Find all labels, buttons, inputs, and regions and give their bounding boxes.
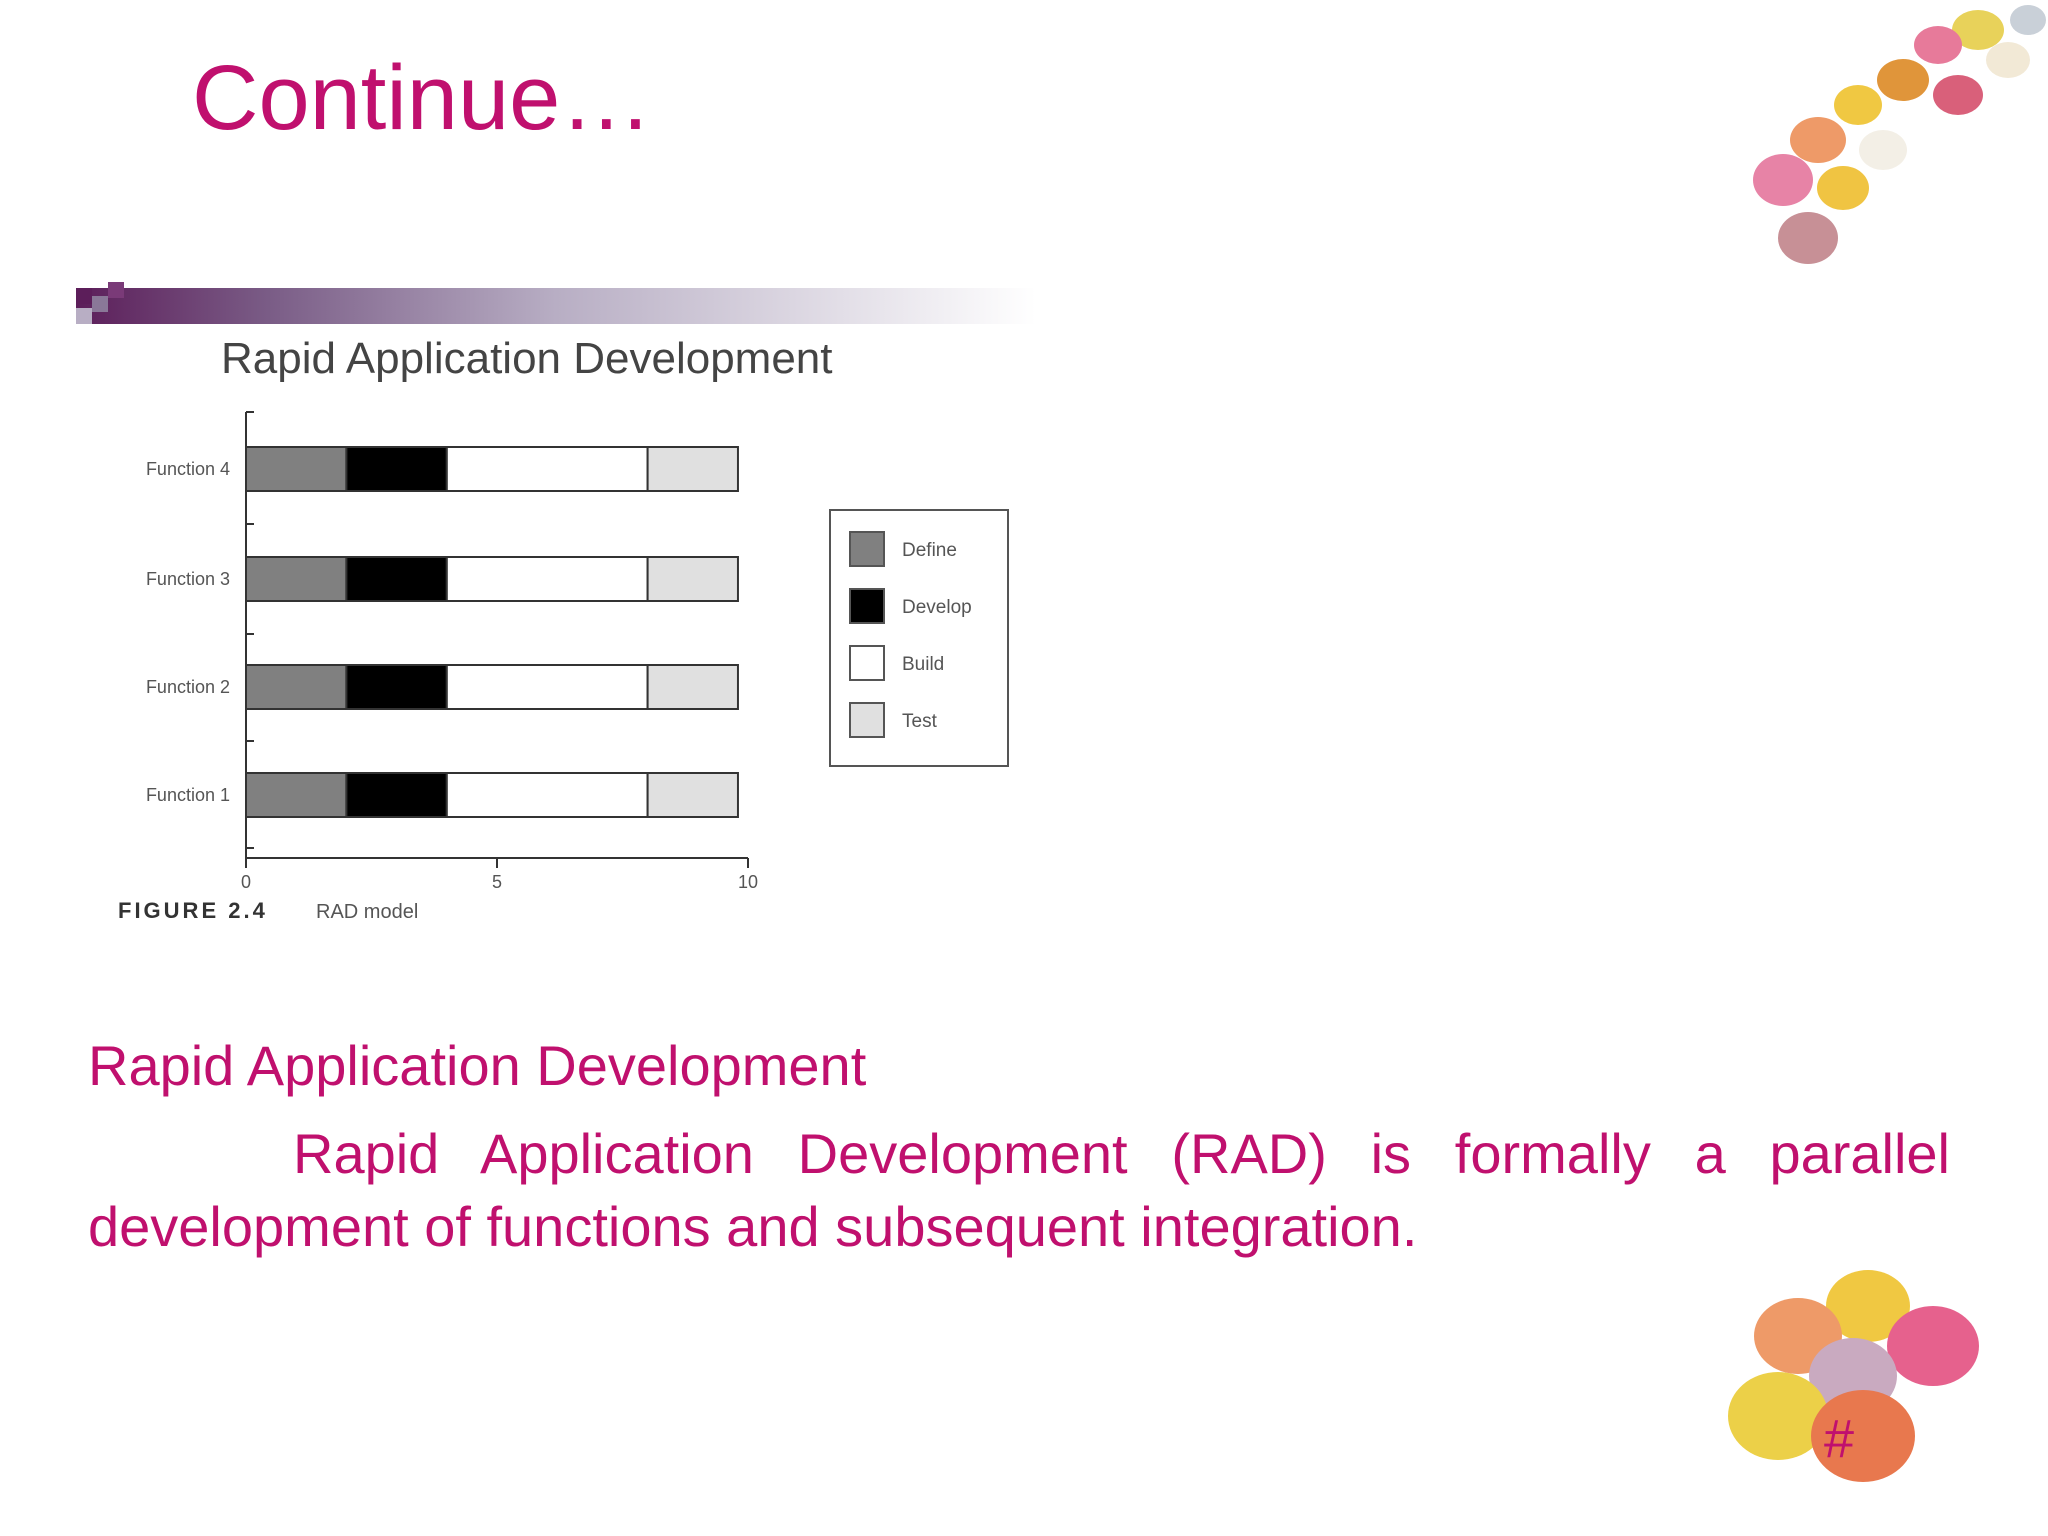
legend-swatch-define	[849, 531, 885, 567]
category-label: Function 1	[146, 785, 230, 805]
x-tick-label: 10	[738, 872, 758, 892]
rad-chart: 0 5 10 Function 4 Function 3 Function 2 Functi…	[118, 411, 1009, 923]
bar-segment-build	[445, 556, 649, 602]
legend-swatch-test	[849, 702, 885, 738]
checker-square	[76, 288, 92, 304]
bar-segment-define	[245, 772, 348, 818]
bar-segment-develop	[345, 772, 448, 818]
x-tick-label: 5	[492, 872, 502, 892]
slide-title: Continue…	[192, 47, 653, 149]
candy-eggs-decoration	[1753, 5, 2046, 264]
bar-segment-develop	[345, 446, 448, 492]
bar-segment-test	[646, 556, 739, 602]
body-heading: Rapid Application Development	[88, 1034, 867, 1097]
figure-caption-text: RAD model	[316, 901, 418, 923]
bar-segment-define	[245, 556, 348, 602]
x-tick-label: 0	[241, 872, 251, 892]
bar-segment-build	[445, 772, 649, 818]
category-label: Function 2	[146, 677, 230, 697]
page-number: #	[1824, 1409, 1855, 1469]
bar-segment-test	[646, 446, 739, 492]
legend-label: Test	[902, 711, 938, 732]
bar-segment-test	[646, 772, 739, 818]
bar-segment-define	[245, 664, 348, 710]
candy-eggs-decoration	[1728, 1270, 1979, 1482]
legend-label: Build	[902, 654, 944, 675]
figure-header-bar	[76, 288, 1036, 324]
bar-segment-define	[245, 446, 348, 492]
legend-label: Define	[902, 540, 957, 561]
checker-square	[76, 308, 92, 324]
checker-square	[92, 296, 108, 312]
category-label: Function 3	[146, 569, 230, 589]
bar-segment-test	[646, 664, 739, 710]
bar-segment-build	[445, 446, 649, 492]
legend-label: Develop	[902, 597, 972, 618]
figure-caption-label: FIGURE 2.4	[118, 898, 268, 923]
rad-figure: Rapid Application Development 0 5 10 Functi…	[76, 282, 1036, 948]
bar-segment-develop	[345, 556, 448, 602]
body-paragraph: Rapid Application Development (RAD) is f…	[88, 1122, 1950, 1258]
figure-heading: Rapid Application Development	[221, 334, 833, 383]
legend-swatch-build	[849, 645, 885, 681]
checker-square	[108, 282, 124, 298]
bar-segment-develop	[345, 664, 448, 710]
bar-segment-build	[445, 664, 649, 710]
legend-swatch-develop	[849, 588, 885, 624]
category-label: Function 4	[146, 459, 230, 479]
